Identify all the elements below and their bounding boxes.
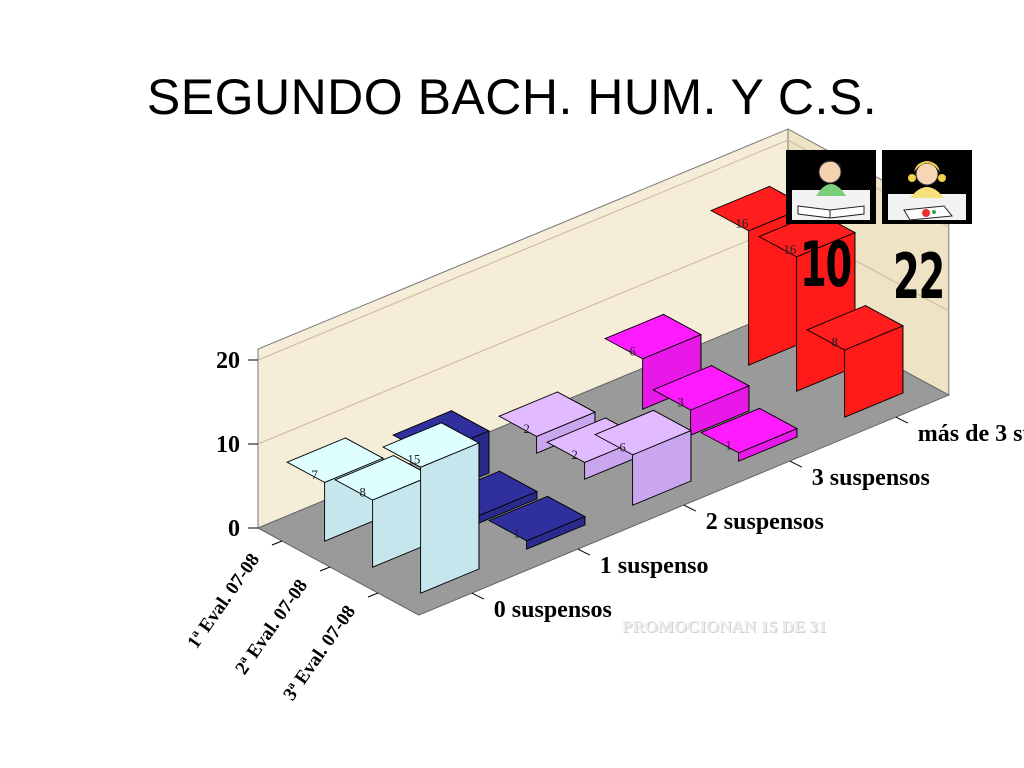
chart-bars: 16168631226517815 [286,185,904,594]
series-tick [789,460,803,468]
series-label: 0 suspensos [494,597,612,623]
bar-top [652,365,750,411]
y-tick-label: 0 [228,516,240,542]
bar-value-label: 3 [677,394,684,409]
bar-value-label: 6 [619,439,626,454]
y-tick-label: 10 [216,432,240,458]
bar-top [286,437,384,483]
bar-top [806,305,904,351]
bar-value-label: 7 [311,467,318,482]
boys-count: 10 [800,228,852,301]
bar-top [488,495,586,542]
series-label: 1 suspenso [600,553,709,579]
bar-value-label: 16 [783,241,797,256]
girl-drawing-image [882,150,972,224]
promotion-note: PROMOCIONAN 15 DE 31 [622,617,827,636]
y-tick-label: 20 [216,348,240,374]
bar-value-label: 15 [407,452,420,467]
bar-value-label: 1 [513,525,520,540]
bar-top [604,313,702,360]
series-tick [471,592,485,600]
bar-front [420,442,480,594]
bar-value-label: 6 [629,343,636,358]
bar-value-label: 8 [359,484,366,499]
bar-value-label: 16 [735,215,749,230]
series-tick [577,548,591,556]
category-tick [319,566,331,572]
bar-value-label: 1 [725,437,732,452]
bar-top [498,391,596,437]
category-tick [367,592,379,598]
bar-top [700,407,798,454]
bar-value-label: 2 [523,421,530,436]
bar-value-label: 8 [831,334,838,349]
bar-top [594,409,692,456]
bar-value-label: 2 [571,447,578,462]
series-label: 2 suspensos [706,509,824,535]
boy-studying-image [786,150,876,224]
girls-count: 22 [893,240,945,313]
category-tick [271,540,283,546]
slide-title: SEGUNDO BACH. HUM. Y C.S. [146,69,878,125]
series-tick [683,504,697,512]
bar-top [382,422,480,468]
series-label: más de 3 susp [918,421,1024,447]
series-label: 3 suspensos [812,465,930,491]
series-tick [895,416,909,424]
